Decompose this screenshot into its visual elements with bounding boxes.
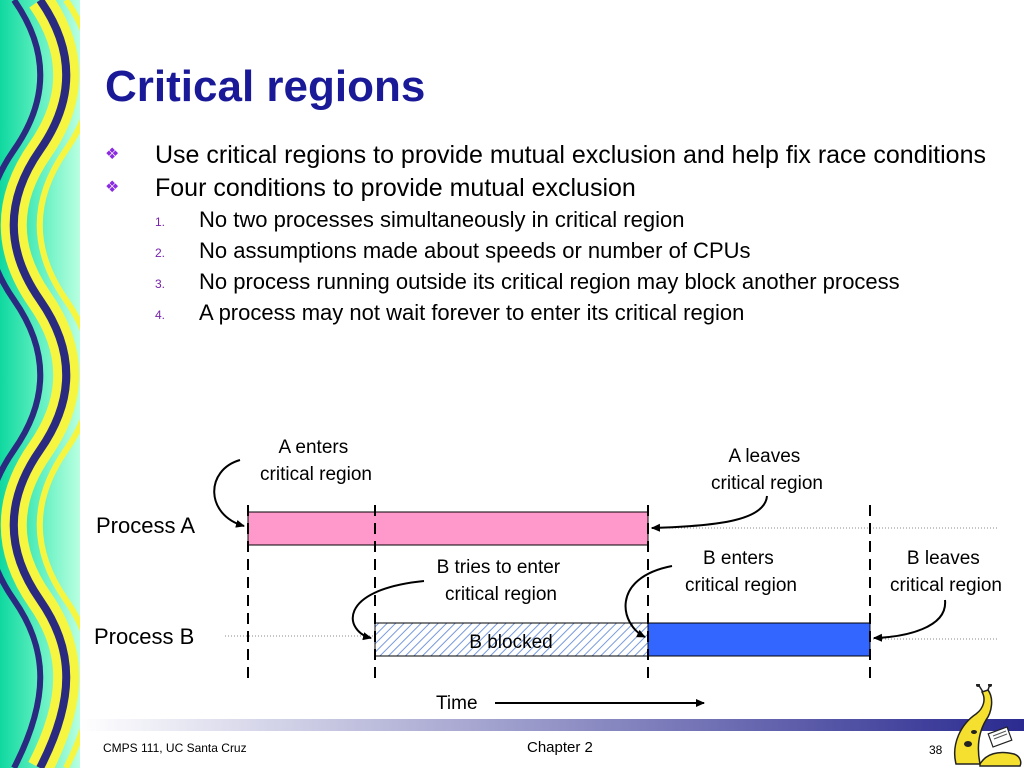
a-enters-label: A enters critical region xyxy=(260,437,372,485)
condition-number: 1. xyxy=(155,215,166,229)
process-b-critical-bar xyxy=(647,622,871,657)
condition-item: 4. A process may not wait forever to ent… xyxy=(105,299,995,327)
a-leaves-label: A leaves critical region xyxy=(711,446,823,494)
b-enters-arrow xyxy=(624,565,673,638)
condition-text: A process may not wait forever to enter … xyxy=(199,300,745,325)
process-a-critical-bar xyxy=(247,511,649,546)
bullet-item: ❖ Four conditions to provide mutual excl… xyxy=(105,173,995,203)
condition-text: No two processes simultaneously in criti… xyxy=(199,207,685,232)
b-leaves-arrow xyxy=(873,599,947,642)
footer-gradient-line xyxy=(80,719,1024,731)
bullet-text: Four conditions to provide mutual exclus… xyxy=(155,174,636,202)
footer-chapter: Chapter 2 xyxy=(527,739,593,756)
left-wave-decoration xyxy=(0,0,80,768)
process-a-label: Process A xyxy=(96,513,195,538)
b-tries-arrow xyxy=(351,580,425,641)
footer-course: CMPS 111, UC Santa Cruz xyxy=(103,741,247,755)
condition-text: No process running outside its critical … xyxy=(199,269,900,294)
bullet-item: ❖ Use critical regions to provide mutual… xyxy=(105,140,995,170)
diamond-bullet-icon: ❖ xyxy=(105,179,120,196)
b-enters-label: B enters critical region xyxy=(685,548,797,596)
condition-item: 2. No assumptions made about speeds or n… xyxy=(105,237,995,265)
condition-number: 4. xyxy=(155,308,166,322)
condition-item: 3. No process running outside its critic… xyxy=(105,268,995,296)
slide-title: Critical regions xyxy=(105,62,426,111)
time-label: Time xyxy=(436,693,478,714)
condition-number: 3. xyxy=(155,277,166,291)
condition-text: No assumptions made about speeds or numb… xyxy=(199,238,751,263)
bullet-text: Use critical regions to provide mutual e… xyxy=(155,141,986,169)
a-enters-arrow xyxy=(213,459,245,528)
process-b-label: Process B xyxy=(94,624,194,649)
b-tries-label: B tries to enter critical region xyxy=(437,557,566,605)
a-leaves-arrow xyxy=(651,495,768,532)
condition-number: 2. xyxy=(155,246,166,260)
diamond-bullet-icon: ❖ xyxy=(105,146,120,163)
banana-slug-icon xyxy=(954,684,1022,767)
bullet-list: ❖ Use critical regions to provide mutual… xyxy=(105,140,995,330)
b-blocked-label: B blocked xyxy=(469,632,552,653)
condition-item: 1. No two processes simultaneously in cr… xyxy=(105,206,995,234)
slide-number: 38 xyxy=(929,743,943,757)
b-leaves-label: B leaves critical region xyxy=(890,548,1002,596)
